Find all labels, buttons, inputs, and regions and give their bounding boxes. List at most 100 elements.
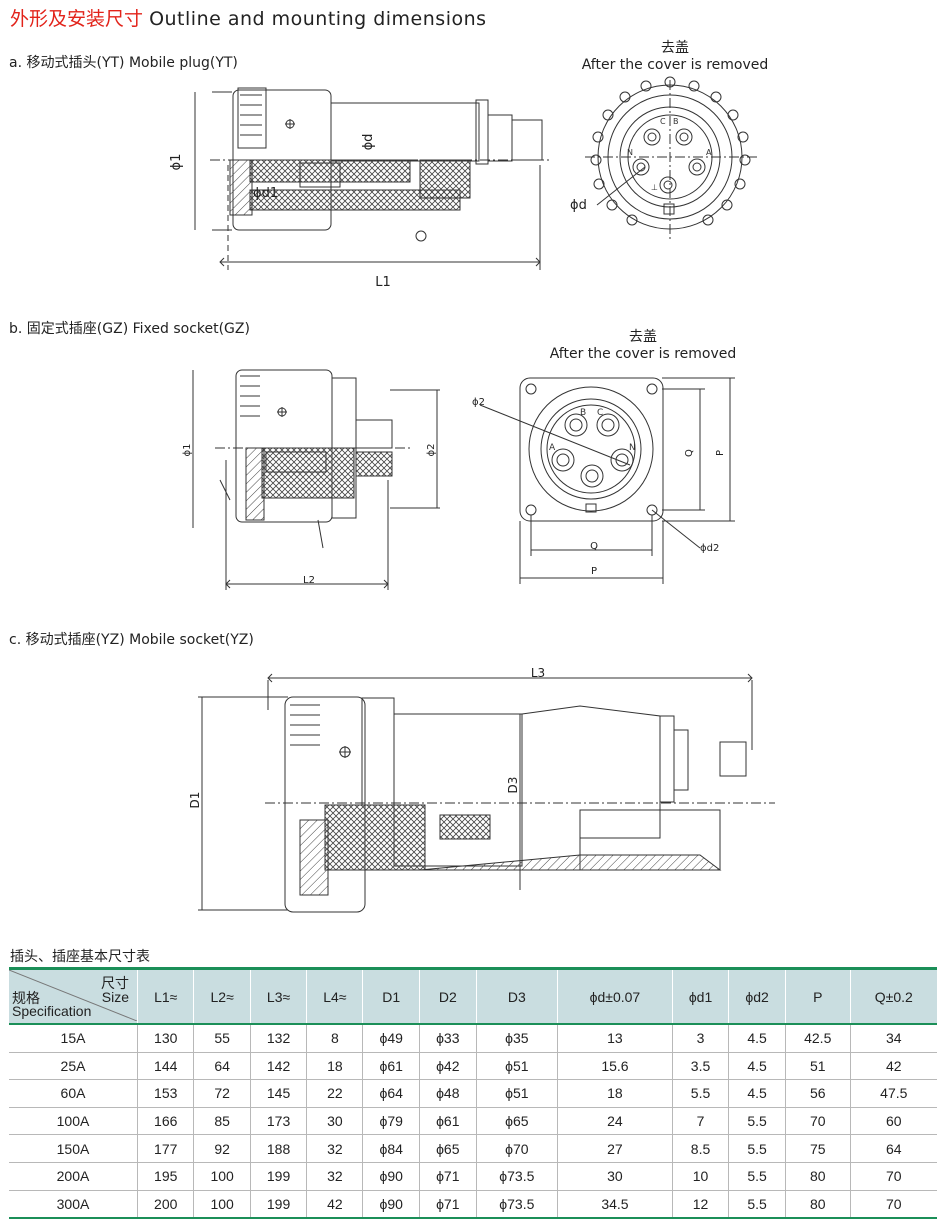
column-header: L4≈ — [306, 967, 364, 1025]
mobile-socket-side-view — [198, 673, 775, 913]
dim-phid1: ϕd1 — [253, 186, 278, 201]
value-cell: 200 — [137, 1190, 195, 1219]
value-cell: ϕ61 — [419, 1107, 477, 1136]
value-cell: 5.5 — [728, 1162, 786, 1191]
value-cell: ϕ84 — [362, 1134, 421, 1163]
value-cell: 3 — [672, 1024, 730, 1053]
value-cell: 70 — [850, 1190, 937, 1219]
value-cell: 3.5 — [672, 1052, 730, 1081]
socket-side-view — [192, 369, 440, 590]
value-cell: 64 — [850, 1134, 937, 1163]
diagonal-divider — [9, 970, 137, 1021]
value-cell: 142 — [250, 1052, 308, 1081]
value-cell: 30 — [557, 1162, 673, 1191]
value-cell: 18 — [557, 1079, 673, 1108]
value-cell: ϕ33 — [419, 1024, 477, 1053]
value-cell: 42 — [306, 1190, 364, 1219]
value-cell: 4.5 — [728, 1079, 786, 1108]
column-header: D1 — [362, 967, 421, 1025]
value-cell: 12 — [672, 1190, 730, 1219]
value-cell: 92 — [193, 1134, 251, 1163]
value-cell: ϕ79 — [362, 1107, 421, 1136]
corner-size-cn: 尺寸 — [101, 975, 129, 991]
pin-label: C — [660, 117, 666, 126]
value-cell: ϕ35 — [476, 1024, 559, 1053]
dim-phi2-face: ϕ2 — [472, 397, 485, 408]
dim-phid-a: ϕd — [361, 134, 376, 151]
value-cell: 75 — [785, 1134, 851, 1163]
socket-face-view — [479, 377, 735, 584]
value-cell: 199 — [250, 1162, 308, 1191]
value-cell: 173 — [250, 1107, 308, 1136]
value-cell: ϕ73.5 — [476, 1190, 559, 1219]
value-cell: 100 — [193, 1162, 251, 1191]
column-header: Q±0.2 — [850, 967, 937, 1025]
section-b-label: b. 固定式插座(GZ) Fixed socket(GZ) — [9, 321, 250, 337]
value-cell: 80 — [785, 1162, 851, 1191]
value-cell: ϕ71 — [419, 1162, 477, 1191]
table-header-row: 尺寸 Size 规格 Specification L1≈ L2≈ L3≈ L4≈… — [9, 967, 937, 1025]
value-cell: 85 — [193, 1107, 251, 1136]
value-cell: 60 — [850, 1107, 937, 1136]
column-header: L3≈ — [250, 967, 308, 1025]
value-cell: 56 — [785, 1079, 851, 1108]
value-cell: ϕ65 — [419, 1134, 477, 1163]
value-cell: 24 — [557, 1107, 673, 1136]
spec-cell: 300A — [9, 1190, 138, 1219]
dim-P-vertical: P — [715, 450, 726, 456]
value-cell: 199 — [250, 1190, 308, 1219]
technical-drawings: ϕ1 ϕd ϕd1 L1 C B N A ⊥ ϕd — [169, 76, 775, 913]
spec-cell: 100A — [9, 1107, 138, 1136]
column-header: ϕd±0.07 — [557, 967, 673, 1025]
value-cell: ϕ90 — [362, 1190, 421, 1219]
dim-phi1-a: ϕ1 — [169, 154, 184, 171]
value-cell: 8 — [306, 1024, 364, 1053]
value-cell: 7 — [672, 1107, 730, 1136]
value-cell: ϕ51 — [476, 1052, 559, 1081]
dim-D1: D1 — [188, 792, 202, 809]
column-header: D3 — [476, 967, 559, 1025]
value-cell: 70 — [850, 1162, 937, 1191]
value-cell: ϕ64 — [362, 1079, 421, 1108]
dim-L1: L1 — [375, 275, 391, 290]
pin-label: A — [549, 443, 556, 453]
value-cell: 72 — [193, 1079, 251, 1108]
value-cell: 5.5 — [728, 1134, 786, 1163]
dim-phi1-b: ϕ1 — [182, 444, 193, 457]
value-cell: 100 — [193, 1190, 251, 1219]
corner-spec-en: Specification — [12, 1003, 92, 1019]
value-cell: ϕ73.5 — [476, 1162, 559, 1191]
cover-cn: 去盖 — [661, 40, 689, 56]
spec-cell: 25A — [9, 1052, 138, 1081]
cover-cn: 去盖 — [629, 329, 657, 345]
column-header: P — [785, 967, 851, 1025]
value-cell: ϕ61 — [362, 1052, 421, 1081]
section-a-cover-caption: 去盖 After the cover is removed — [580, 40, 770, 74]
value-cell: 42 — [850, 1052, 937, 1081]
value-cell: ϕ70 — [476, 1134, 559, 1163]
title-en: Outline and mounting dimensions — [149, 8, 487, 30]
table-title: 插头、插座基本尺寸表 — [10, 949, 150, 965]
dim-Q-horizontal: Q — [590, 541, 598, 552]
dim-phid2: ϕd2 — [700, 543, 719, 554]
dimension-table: 尺寸 Size 规格 Specification L1≈ L2≈ L3≈ L4≈… — [9, 967, 937, 1219]
value-cell: 195 — [137, 1162, 195, 1191]
value-cell: 47.5 — [850, 1079, 937, 1108]
value-cell: 27 — [557, 1134, 673, 1163]
value-cell: 5.5 — [728, 1107, 786, 1136]
value-cell: 80 — [785, 1190, 851, 1219]
value-cell: 34 — [850, 1024, 937, 1053]
value-cell: 130 — [137, 1024, 195, 1053]
value-cell: ϕ49 — [362, 1024, 421, 1053]
pin-label: B — [673, 117, 679, 126]
value-cell: 30 — [306, 1107, 364, 1136]
value-cell: ϕ71 — [419, 1190, 477, 1219]
pin-label: C — [597, 408, 603, 418]
column-header: ϕd2 — [728, 967, 786, 1025]
dim-phid-face: ϕd — [570, 198, 587, 213]
